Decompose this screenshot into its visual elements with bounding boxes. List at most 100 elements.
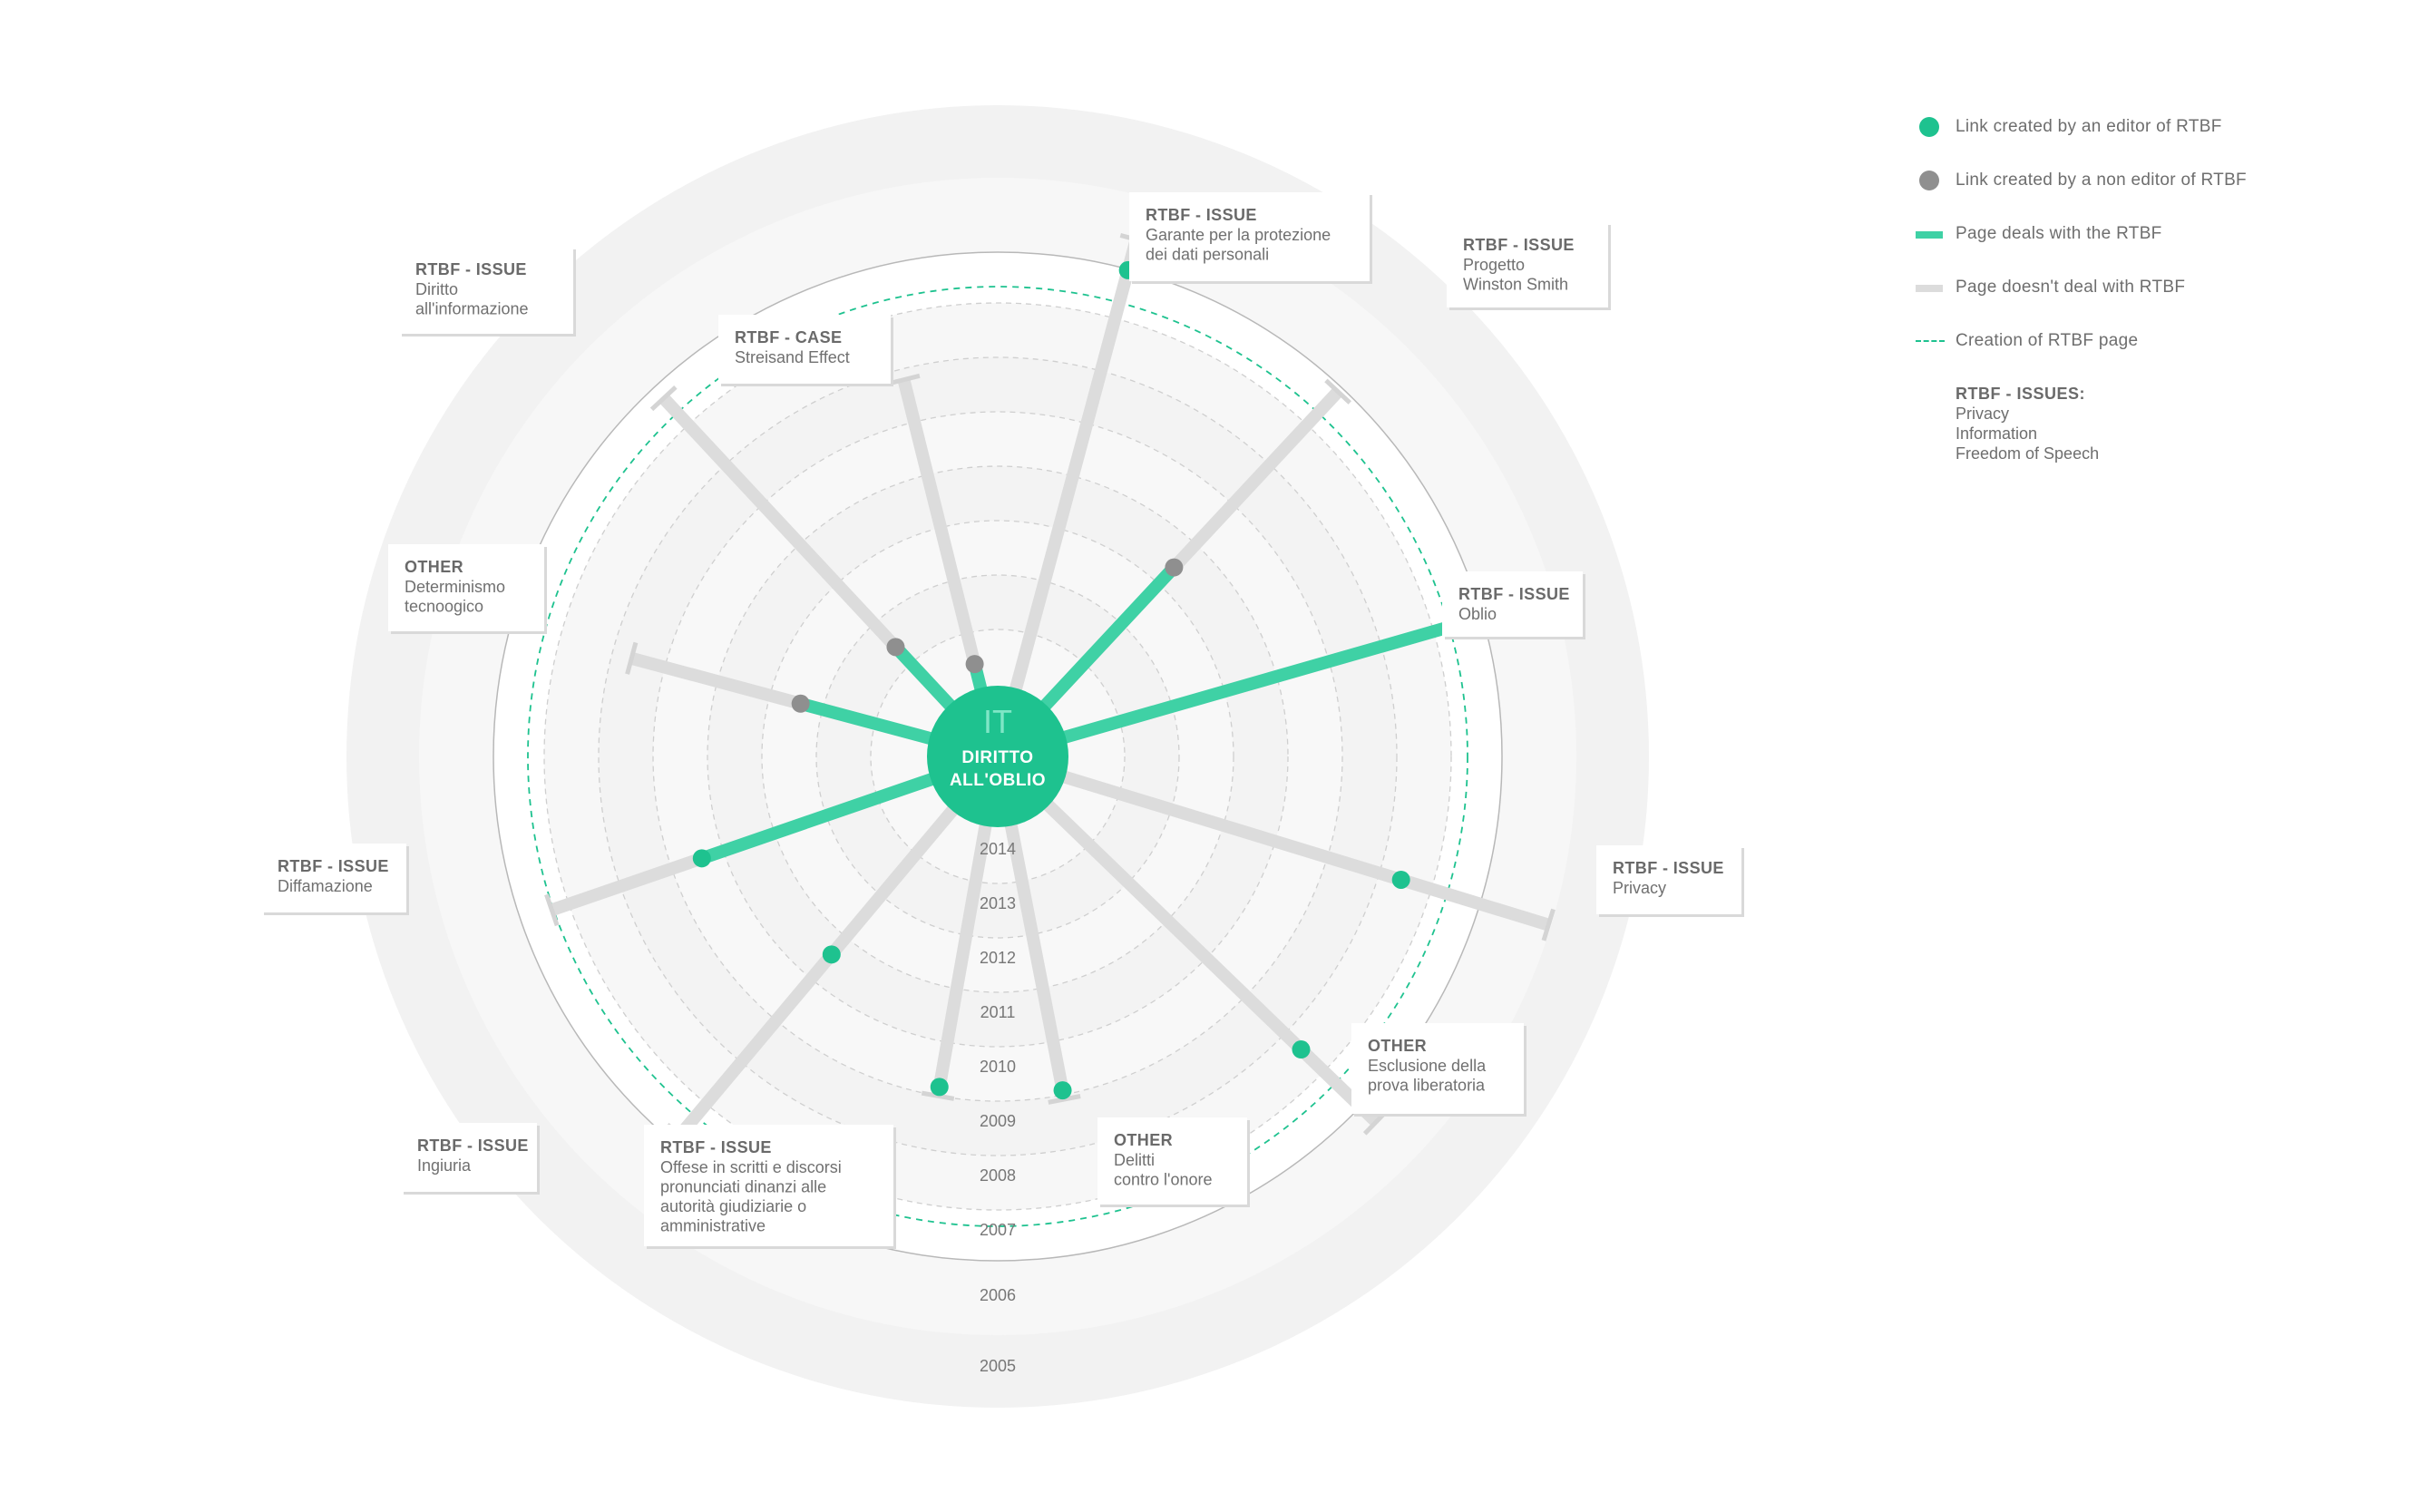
link-category: RTBF - ISSUE [1463, 236, 1575, 254]
link-category: RTBF - ISSUE [417, 1136, 529, 1155]
spoke-bar-rtbf [996, 619, 1458, 763]
link-title-line: Progetto [1463, 256, 1525, 274]
editor-link-dot[interactable] [1292, 1040, 1311, 1059]
year-label: 2009 [980, 1112, 1016, 1130]
label-box [1596, 845, 1741, 914]
link-category: RTBF - ISSUE [278, 857, 389, 875]
link-title-line: autorità giudiziarie o [660, 1197, 806, 1215]
year-ring [543, 302, 1452, 1211]
spoke-bar [675, 752, 1003, 1139]
link-title-line: Winston Smith [1463, 276, 1568, 294]
legend-label-editor: Link created by an editor of RTBF [1956, 116, 2222, 136]
link-title-line: Esclusione della [1368, 1057, 1487, 1075]
label-box [1351, 1023, 1524, 1114]
editor-link-dot[interactable] [692, 849, 711, 868]
green-dot-icon [1916, 116, 1956, 138]
legend-item-editor: Link created by an editor of RTBF [1916, 100, 2387, 153]
link-label-box[interactable]: RTBF - ISSUE Diritto all'informazione [399, 247, 576, 337]
link-title-line: Garante per la protezione [1146, 226, 1331, 244]
editor-link-dot[interactable] [1391, 870, 1410, 889]
gray-dot-icon [1916, 170, 1956, 191]
rtbf-issue-item: Information [1956, 424, 2038, 443]
link-label-box[interactable]: RTBF - ISSUE Privacy [1596, 845, 1744, 917]
spoke-end-cap [1048, 1094, 1081, 1105]
non-editor-link-dot[interactable] [791, 694, 810, 713]
link-title-line: Ingiuria [417, 1156, 472, 1175]
link-title-line: Privacy [1613, 879, 1666, 897]
non-editor-link-dot[interactable] [1165, 558, 1184, 577]
label-box [1442, 571, 1583, 637]
link-title-line: contro l'onore [1114, 1171, 1213, 1189]
label-box [1129, 192, 1370, 281]
legend-item-deals: Page deals with the RTBF [1916, 207, 2387, 260]
link-label-box[interactable]: OTHER Delitti contro l'onore [1097, 1117, 1250, 1207]
link-labels: RTBF - ISSUE Garante per la protezione dei… [261, 192, 1744, 1249]
editor-link-dot[interactable] [1053, 1081, 1072, 1100]
spoke-end-cap [1324, 378, 1351, 405]
spoke-bar [993, 751, 1381, 1127]
link-title-line: Offese in scritti e discorsi [660, 1158, 842, 1176]
link-category: OTHER [1368, 1037, 1427, 1055]
link-category: RTBF - ISSUE [1458, 585, 1570, 603]
link-title-line: Diritto [415, 280, 458, 298]
year-label: 2011 [980, 1003, 1016, 1021]
spoke-bar [995, 750, 1551, 932]
legend-label-non-editor: Link created by a non editor of RTBF [1956, 170, 2247, 190]
link-category: RTBF - ISSUE [415, 260, 527, 278]
link-title-line: dei dati personali [1146, 246, 1269, 264]
link-title-line: amministrative [660, 1217, 766, 1235]
year-label: 2006 [980, 1286, 1016, 1304]
green-bar-icon [1916, 223, 1956, 245]
link-category: OTHER [1114, 1131, 1173, 1149]
link-title-line: Delitti [1114, 1151, 1155, 1169]
year-ring [870, 629, 1126, 884]
label-box [388, 544, 544, 631]
rtbf-issues-list: RTBF - ISSUES: Privacy Information Freed… [1916, 384, 2387, 463]
label-box [718, 315, 891, 384]
year-ring [761, 520, 1234, 993]
center-title-line1: DIRITTO [961, 748, 1033, 767]
legend-item-non-editor: Link created by a non editor of RTBF [1916, 153, 2387, 207]
legend-label-deals: Page deals with the RTBF [1956, 223, 2162, 243]
editor-link-dot[interactable] [822, 945, 841, 964]
label-box [1097, 1117, 1247, 1205]
rtbf-issue-item: Freedom of Speech [1956, 444, 2100, 463]
year-label: 2012 [980, 949, 1016, 967]
link-title-line: all'informazione [415, 300, 529, 318]
label-box [261, 844, 406, 912]
year-label: 2008 [980, 1166, 1016, 1185]
spoke-end-cap [544, 893, 560, 927]
link-category: RTBF - CASE [735, 328, 842, 346]
spoke-end-cap [625, 641, 639, 675]
link-category: RTBF - ISSUE [1613, 859, 1724, 877]
legend-item-creation: Creation of RTBF page [1916, 314, 2387, 367]
link-label-box[interactable]: RTBF - CASE Streisand Effect [718, 315, 893, 386]
center-circle[interactable] [927, 686, 1068, 827]
dashed-line-icon [1916, 330, 1956, 352]
editor-link-dot[interactable] [930, 1078, 949, 1097]
legend-label-creation: Creation of RTBF page [1956, 330, 2139, 350]
link-title-line: Streisand Effect [735, 348, 850, 366]
link-title-line: tecnoogico [405, 598, 483, 616]
year-ring [652, 411, 1343, 1102]
label-box [644, 1125, 893, 1246]
spoke-end-cap [921, 1090, 955, 1101]
year-label: 2005 [980, 1357, 1016, 1375]
non-editor-link-dot[interactable] [886, 638, 905, 657]
year-ring [707, 465, 1289, 1048]
center-node[interactable]: IT DIRITTO ALL'OBLIO [927, 686, 1068, 827]
legend-label-not-deals: Page doesn't deal with RTBF [1956, 277, 2186, 297]
rtbf-issues-title: RTBF - ISSUES: [1956, 385, 2086, 403]
spoke-end-cap [649, 385, 678, 412]
non-editor-link-dot[interactable] [965, 655, 984, 674]
